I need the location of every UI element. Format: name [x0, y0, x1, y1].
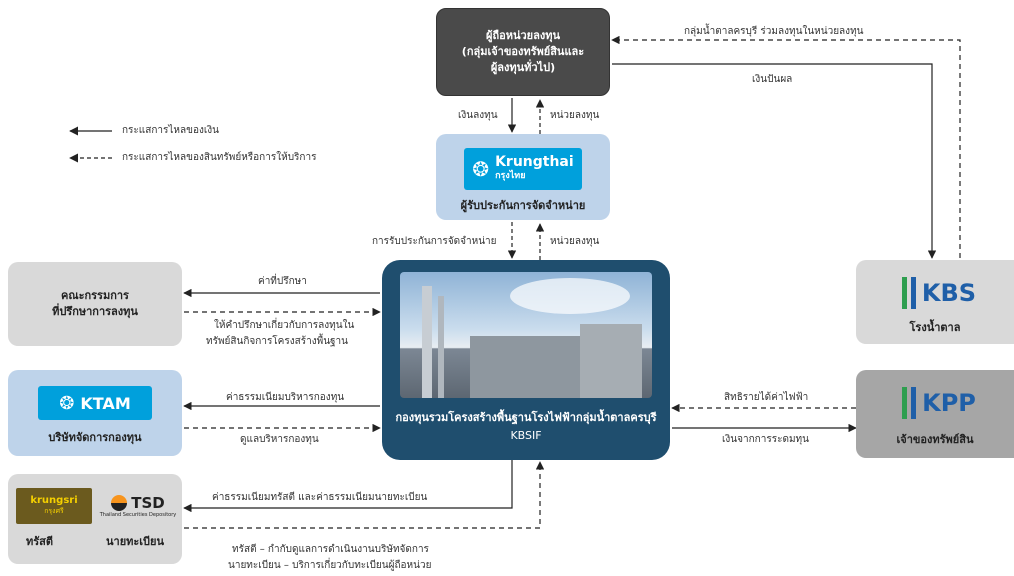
manager-box: ❂ KTAM บริษัทจัดการกองทุน	[8, 370, 182, 456]
krungsri-logo-sub: กรุงศรี	[44, 507, 64, 515]
committee-line1: คณะกรรมการ	[61, 289, 129, 302]
underwriter-box: ❂ Krungthai กรุงไทย ผู้รับประกันการจัดจำ…	[436, 134, 610, 220]
legend-dashed-label: กระแสการไหลของสินทรัพย์หรือการให้บริการ	[122, 152, 317, 163]
label-proceeds: เงินจากการระดมทุน	[722, 434, 809, 445]
underwriter-label: ผู้รับประกันการจัดจำหน่าย	[460, 199, 586, 212]
ktam-logo: ❂ KTAM	[38, 386, 152, 420]
trustee-service-arrow	[184, 461, 545, 529]
krungthai-bird-icon: ❂	[472, 157, 490, 181]
label-kbs-group-units: กลุ่มน้ำตาลครบุรี ร่วมลงทุนในหน่วยลงทุน	[684, 26, 864, 37]
tsd-logo: TSD Thailand Securities Depository	[98, 486, 178, 526]
committee-line2: ที่ปรึกษาการลงทุน	[52, 305, 138, 318]
tsd-circle-icon	[111, 495, 128, 511]
krungsri-logo-text: krungsri	[30, 495, 78, 506]
plant-building-2	[580, 324, 642, 398]
trustee-label: ทรัสตี	[26, 535, 54, 548]
kbs-label: โรงน้ำตาล	[909, 321, 961, 334]
label-revenue-rights: สิทธิรายได้ค่าไฟฟ้า	[724, 392, 809, 403]
label-advisory-fee: ค่าที่ปรึกษา	[258, 276, 307, 287]
fund-box: กองทุนรวมโครงสร้างพื้นฐานโรงไฟฟ้ากลุ่มน้…	[382, 260, 670, 460]
label-trustee-fee: ค่าธรรมเนียมทรัสตี และค่าธรรมเนียมนายทะเ…	[212, 492, 428, 503]
kbs-to-unitholders-dashed	[611, 35, 961, 258]
kpp-bars-icon	[902, 387, 917, 419]
krungsri-logo: krungsri กรุงศรี	[16, 488, 92, 524]
manager-label: บริษัทจัดการกองทุน	[48, 431, 142, 444]
kpp-logo: KPP	[884, 382, 994, 424]
kbs-logo: KBS	[884, 272, 994, 314]
label-units-mid: หน่วยลงทุน	[550, 236, 600, 247]
trustee-box: krungsri กรุงศรี TSD Thailand Securities…	[8, 474, 182, 564]
ktam-bird-icon: ❂	[59, 392, 75, 414]
fund-code: KBSIF	[510, 429, 542, 442]
legend-solid-label: กระแสการไหลของเงิน	[122, 125, 219, 136]
registrar-label: นายทะเบียน	[106, 535, 165, 548]
krungthai-logo: ❂ Krungthai กรุงไทย	[464, 148, 582, 190]
dividend-arrow	[612, 63, 937, 259]
kpp-label: เจ้าของทรัพย์สิน	[896, 433, 974, 446]
label-units-top: หน่วยลงทุน	[550, 110, 600, 121]
unitholders-line2: (กลุ่มเจ้าของทรัพย์สินและ	[461, 45, 585, 58]
kbs-bars-icon	[901, 277, 916, 309]
label-investment: เงินลงทุน	[458, 110, 498, 121]
chimney-2	[438, 296, 444, 398]
label-advice-2: ทรัพย์สินกิจการโครงสร้างพื้นฐาน	[206, 336, 348, 347]
label-underwriting: การรับประกันการจัดจำหน่าย	[372, 236, 497, 247]
tsd-logo-text: TSD	[131, 494, 165, 512]
kpp-box: KPP เจ้าของทรัพย์สิน	[856, 370, 1014, 458]
label-advice-1: ให้คำปรึกษาเกี่ยวกับการลงทุนใน	[214, 320, 355, 331]
cloud	[510, 278, 630, 314]
krungthai-logo-text: Krungthai	[495, 154, 574, 170]
label-mgmt-fee: ค่าธรรมเนียมบริหารกองทุน	[226, 392, 345, 403]
committee-box: คณะกรรมการ ที่ปรึกษาการลงทุน	[8, 262, 182, 346]
label-manage-fund: ดูแลบริหารกองทุน	[240, 434, 319, 445]
fund-name: กองทุนรวมโครงสร้างพื้นฐานโรงไฟฟ้ากลุ่มน้…	[395, 411, 657, 424]
tsd-logo-sub: Thailand Securities Depository	[99, 512, 177, 518]
unitholders-box: ผู้ถือหน่วยลงทุน (กลุ่มเจ้าของทรัพย์สินแ…	[436, 8, 610, 96]
trustee-fee-arrow	[183, 460, 513, 513]
kpp-logo-text: KPP	[922, 389, 976, 417]
label-trustee-desc-2: นายทะเบียน – บริการเกี่ยวกับทะเบียนผู้ถื…	[228, 560, 432, 571]
unitholders-line1: ผู้ถือหน่วยลงทุน	[486, 29, 560, 42]
label-trustee-desc-1: ทรัสตี – กำกับดูแลการดำเนินงานบริษัทจัดก…	[232, 544, 429, 555]
kbs-logo-text: KBS	[921, 279, 977, 307]
ktam-logo-text: KTAM	[80, 393, 131, 413]
label-dividend: เงินปันผล	[752, 74, 793, 85]
power-plant-image	[400, 272, 652, 398]
kbs-box: KBS โรงน้ำตาล	[856, 260, 1014, 344]
krungthai-logo-sub: กรุงไทย	[495, 171, 526, 181]
plant-building	[470, 336, 580, 398]
unitholders-line3: ผู้ลงทุนทั่วไป)	[490, 61, 556, 74]
chimney-1	[422, 286, 432, 398]
